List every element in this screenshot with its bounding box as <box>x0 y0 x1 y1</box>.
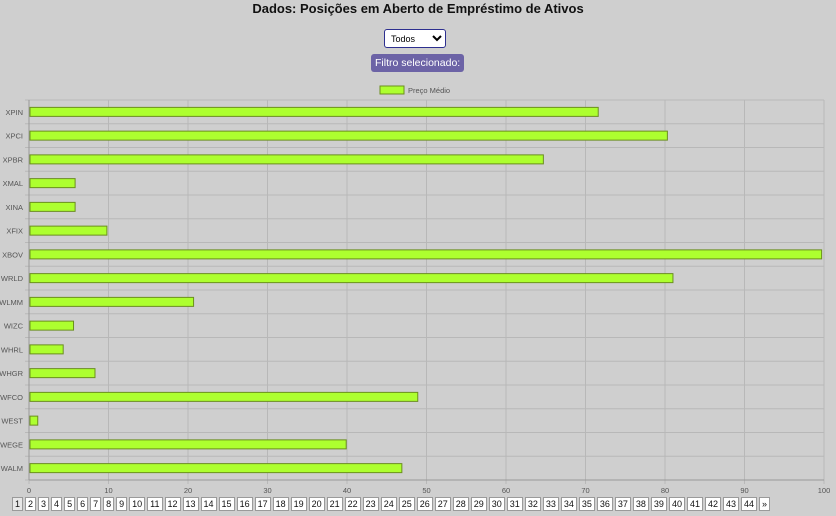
bar[interactable] <box>29 225 108 236</box>
next-page-button[interactable]: » <box>759 497 771 511</box>
x-tick-label: 30 <box>263 486 271 495</box>
bar[interactable] <box>29 439 347 450</box>
y-tick-label: WEGE <box>0 440 23 449</box>
legend-swatch <box>379 85 405 95</box>
bar[interactable] <box>29 296 195 307</box>
x-tick-label: 20 <box>184 486 192 495</box>
bar[interactable] <box>29 106 599 117</box>
y-tick-label: XFIX <box>6 227 23 236</box>
horizontal-bar-chart: 0 10 20 30 40 50 60 70 80 90 100 XPIN XPCI XPBR XMAL XI… <box>0 85 831 495</box>
bar[interactable] <box>29 154 544 165</box>
bar[interactable] <box>29 368 96 379</box>
page-button[interactable]: 40 <box>668 497 685 511</box>
page-button[interactable]: 39 <box>650 497 667 511</box>
page-button[interactable]: 44 <box>741 497 758 511</box>
bar[interactable] <box>29 249 823 260</box>
page-button[interactable]: 20 <box>308 497 325 511</box>
page-button[interactable]: 11 <box>147 497 163 511</box>
page-button[interactable]: 35 <box>578 497 595 511</box>
y-tick-label: XMAL <box>3 179 23 188</box>
page-button[interactable]: 14 <box>200 497 217 511</box>
page-button[interactable]: 25 <box>398 497 415 511</box>
page-button[interactable]: 34 <box>560 497 577 511</box>
y-tick-label: XINA <box>5 203 23 212</box>
bar[interactable] <box>29 320 75 331</box>
page-button[interactable]: 29 <box>470 497 487 511</box>
y-tick-label: XPBR <box>3 155 24 164</box>
page-button[interactable]: 9 <box>116 497 128 511</box>
page-button[interactable]: 41 <box>686 497 703 511</box>
page-button[interactable]: 13 <box>182 497 199 511</box>
bar[interactable] <box>29 273 674 284</box>
page-button[interactable]: 21 <box>326 497 343 511</box>
x-tick-label: 10 <box>104 486 112 495</box>
y-tick-label: XBOV <box>2 250 23 259</box>
bar[interactable] <box>29 463 403 474</box>
page-button[interactable]: 36 <box>596 497 613 511</box>
page-button[interactable]: 28 <box>452 497 469 511</box>
x-tick-label: 100 <box>818 486 831 495</box>
page-button[interactable]: 8 <box>103 497 115 511</box>
x-tick-label: 80 <box>661 486 669 495</box>
bar[interactable] <box>29 201 76 212</box>
filter-dropdown[interactable]: Todos <box>384 29 446 48</box>
page-button[interactable]: 37 <box>614 497 631 511</box>
bar[interactable] <box>29 130 668 141</box>
page-button[interactable]: 17 <box>254 497 271 511</box>
x-tick-label: 50 <box>422 486 430 495</box>
page-button[interactable]: 30 <box>488 497 505 511</box>
page-button[interactable]: 10 <box>129 497 146 511</box>
page-button[interactable]: 18 <box>272 497 289 511</box>
y-tick-label: WRLD <box>1 274 24 283</box>
page-button[interactable]: 42 <box>704 497 721 511</box>
page-button[interactable]: 6 <box>77 497 89 511</box>
x-tick-label: 0 <box>27 486 31 495</box>
page-button[interactable]: 31 <box>506 497 523 511</box>
y-tick-label: WALM <box>1 464 23 473</box>
page-button[interactable]: 24 <box>380 497 397 511</box>
x-tick-label: 90 <box>740 486 748 495</box>
page-button[interactable]: 5 <box>64 497 76 511</box>
y-tick-label: WHGR <box>0 369 24 378</box>
legend-label: Preço Médio <box>408 86 450 95</box>
page-button[interactable]: 1 <box>12 497 24 511</box>
x-tick-label: 70 <box>581 486 589 495</box>
page-button[interactable]: 4 <box>51 497 63 511</box>
page-button[interactable]: 33 <box>542 497 559 511</box>
page-button[interactable]: 26 <box>416 497 433 511</box>
y-tick-label: XPIN <box>5 108 23 117</box>
x-tick-label: 40 <box>343 486 351 495</box>
selected-filter-badge: Filtro selecionado: <box>371 54 465 72</box>
page-title: Dados: Posições em Aberto de Empréstimo … <box>252 1 584 16</box>
page-button[interactable]: 22 <box>344 497 361 511</box>
page-button[interactable]: 2 <box>25 497 37 511</box>
page-button[interactable]: 3 <box>38 497 50 511</box>
page-button[interactable]: 32 <box>524 497 541 511</box>
page-button[interactable]: 43 <box>722 497 739 511</box>
page-button[interactable]: 16 <box>236 497 253 511</box>
y-tick-label: XPCI <box>5 132 23 141</box>
page-button[interactable]: 7 <box>90 497 102 511</box>
page-button[interactable]: 23 <box>362 497 379 511</box>
y-tick-label: WHRL <box>1 345 23 354</box>
y-tick-label: WIZC <box>4 322 24 331</box>
page-button[interactable]: 38 <box>632 497 649 511</box>
y-tick-label: WEST <box>1 417 23 426</box>
page-button[interactable]: 27 <box>434 497 451 511</box>
bar[interactable] <box>29 391 419 402</box>
page-button[interactable]: 19 <box>290 497 307 511</box>
bar[interactable] <box>29 344 64 355</box>
x-tick-label: 60 <box>502 486 510 495</box>
bar[interactable] <box>29 415 39 426</box>
page-button[interactable]: 15 <box>218 497 235 511</box>
y-tick-label: WFCO <box>0 393 23 402</box>
page-button[interactable]: 12 <box>164 497 181 511</box>
y-tick-label: WLMM <box>0 298 23 307</box>
bar[interactable] <box>29 178 76 189</box>
